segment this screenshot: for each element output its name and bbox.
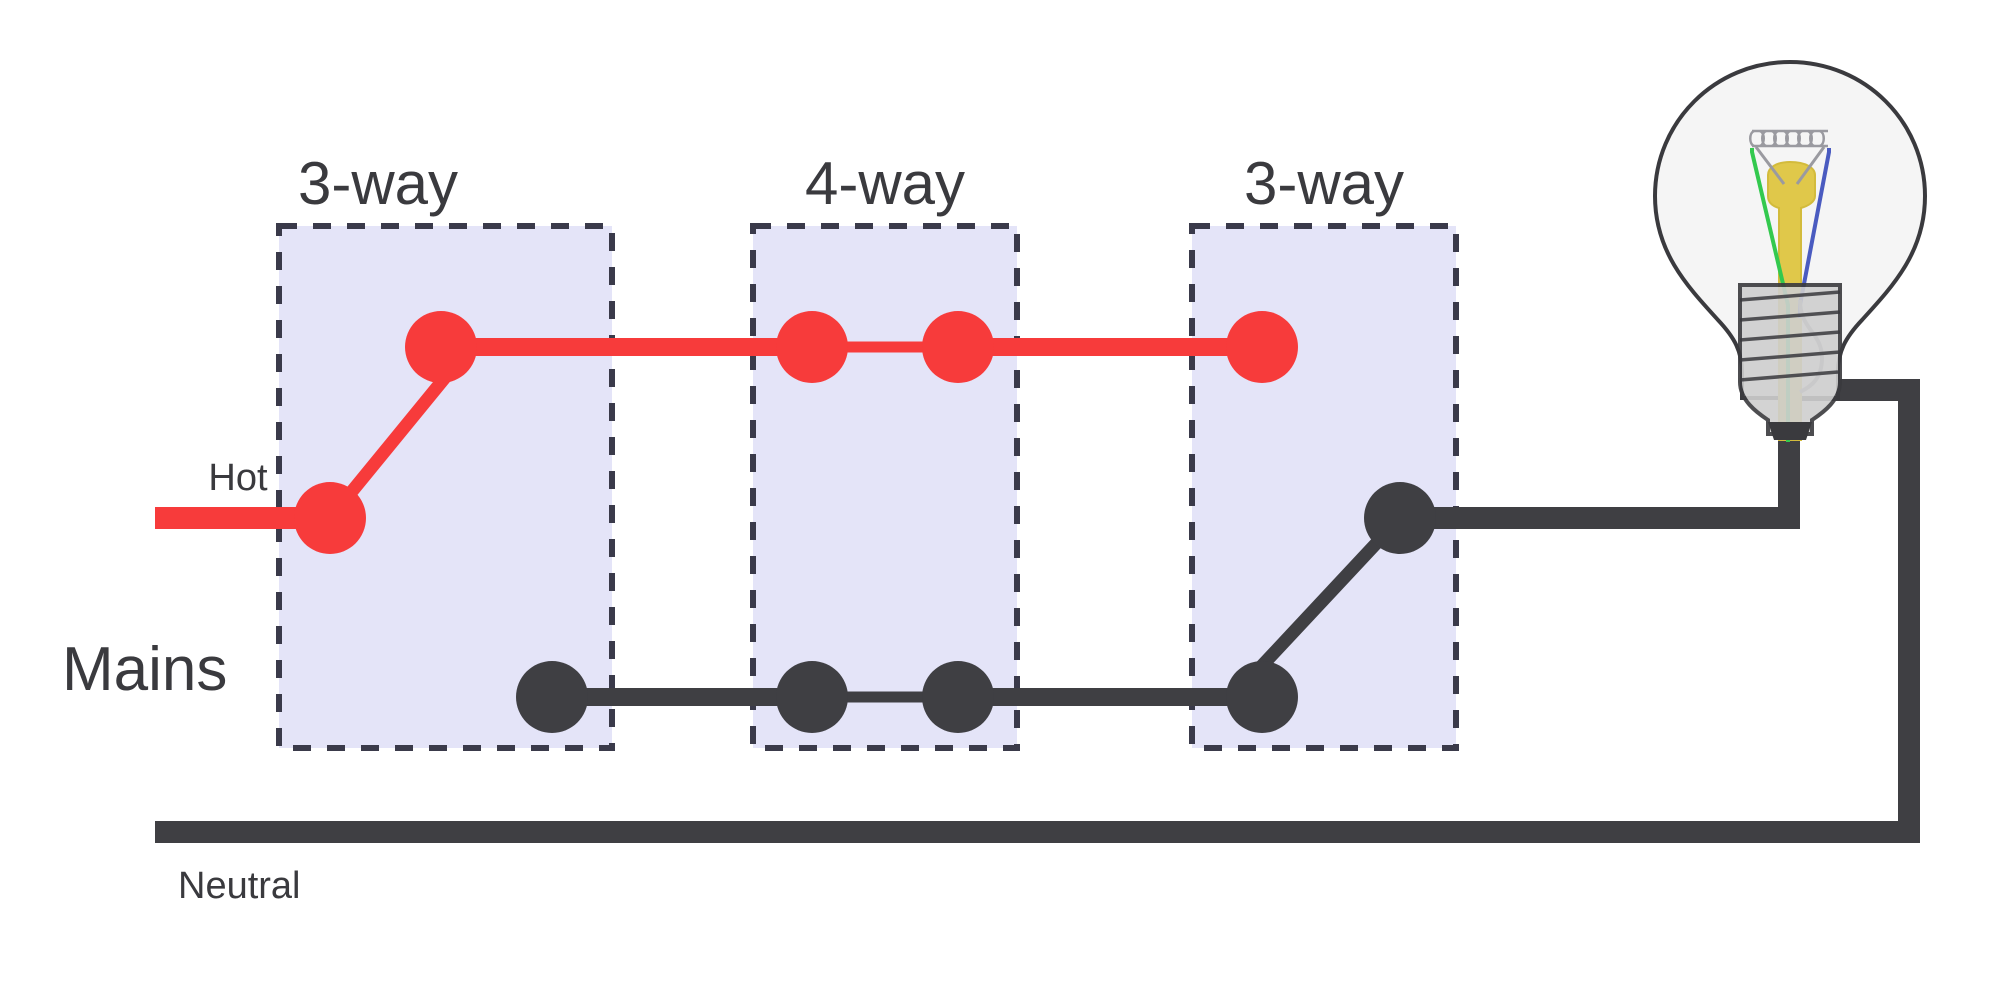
- terminal-dot-icon[interactable]: [922, 311, 994, 383]
- hot-terminal-dots: [294, 311, 1298, 554]
- switch-label-2: 4-way: [805, 150, 965, 217]
- light-bulb-icon[interactable]: [1652, 59, 1928, 442]
- neutral-terminal-dots: [516, 482, 1436, 733]
- neutral-riser-wire: [1800, 379, 1920, 843]
- bulb-filament-coil: [1749, 129, 1828, 148]
- terminal-dot-icon[interactable]: [1226, 311, 1298, 383]
- bulb-foot-contact: [1768, 422, 1812, 440]
- mains-label: Mains: [62, 635, 227, 704]
- neutral-label: Neutral: [178, 865, 301, 907]
- hot-label: Hot: [208, 457, 268, 499]
- terminal-dot-icon[interactable]: [1226, 661, 1298, 733]
- terminal-dot-icon[interactable]: [1364, 482, 1436, 554]
- switch-box-2[interactable]: [750, 223, 1020, 751]
- terminal-dot-icon[interactable]: [922, 661, 994, 733]
- terminal-dot-icon[interactable]: [294, 482, 366, 554]
- terminal-dot-icon[interactable]: [516, 661, 588, 733]
- bulb-support-wire-right: [1795, 146, 1826, 185]
- terminal-dot-icon[interactable]: [776, 311, 848, 383]
- terminal-dot-icon[interactable]: [405, 311, 477, 383]
- switch3-blade[interactable]: [1236, 511, 1407, 693]
- switch-label-3: 3-way: [1244, 150, 1404, 217]
- terminal-dot-icon[interactable]: [776, 661, 848, 733]
- switch-label-1: 3-way: [298, 150, 458, 217]
- bulb-base-threads: [1739, 290, 1841, 382]
- bulb-base-shell: [1738, 283, 1842, 436]
- bulb-support-wire-left: [1754, 146, 1786, 185]
- lamp-tip-lead-wire: [1400, 430, 1800, 529]
